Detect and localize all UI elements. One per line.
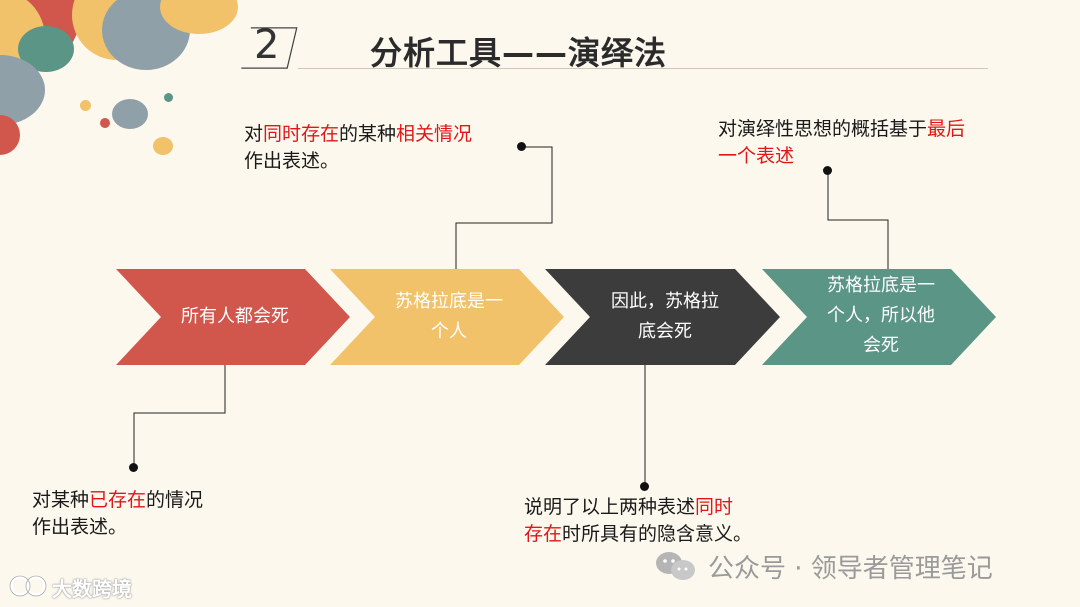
step-arrow-2 [330,269,564,365]
connector-top-right [827,171,889,269]
step-label-1: 所有人都会死 [181,306,289,327]
step-label-4: 苏格拉底是一 个人，所以他 会死 [827,275,935,356]
page-title: 分析工具——演绎法 [370,34,668,72]
brand-logo-icon [9,575,47,597]
step-arrow-1 [116,269,350,365]
step-label-3: 因此，苏格拉 底会死 [611,291,719,342]
note-bottom-right: 说明了以上两种表述同时 存在时所具有的隐含意义。 [524,496,753,545]
note-top-right: 对演绎性思想的概括基于最后 一个表述 [718,118,966,167]
section-number-frame [241,27,298,69]
wechat-account-watermark: 公众号 · 领导者管理笔记 [708,554,993,584]
section-number: 2 [254,22,280,68]
note-bottom-left: 对某种已存在的情况 作出表述。 [32,489,204,538]
step-arrow-3 [545,269,780,365]
connector-top-left [455,146,553,269]
note-top-left: 对同时存在的某种相关情况 作出表述。 [244,123,473,172]
connector-dot-top-right [823,166,832,175]
title-bar: 2 分析工具——演绎法 [238,22,988,74]
connector-dot-bottom-left [129,463,138,472]
brand-watermark: 大数跨境 [52,577,132,601]
step-label-2: 苏格拉底是一 个人 [395,291,503,342]
wechat-icon [656,552,695,580]
step-arrow-4 [762,269,996,365]
title-underline [298,68,988,69]
connector-dot-bottom-right [640,482,649,491]
connector-dot-top-left [517,142,526,151]
connector-bottom-left [133,365,226,468]
